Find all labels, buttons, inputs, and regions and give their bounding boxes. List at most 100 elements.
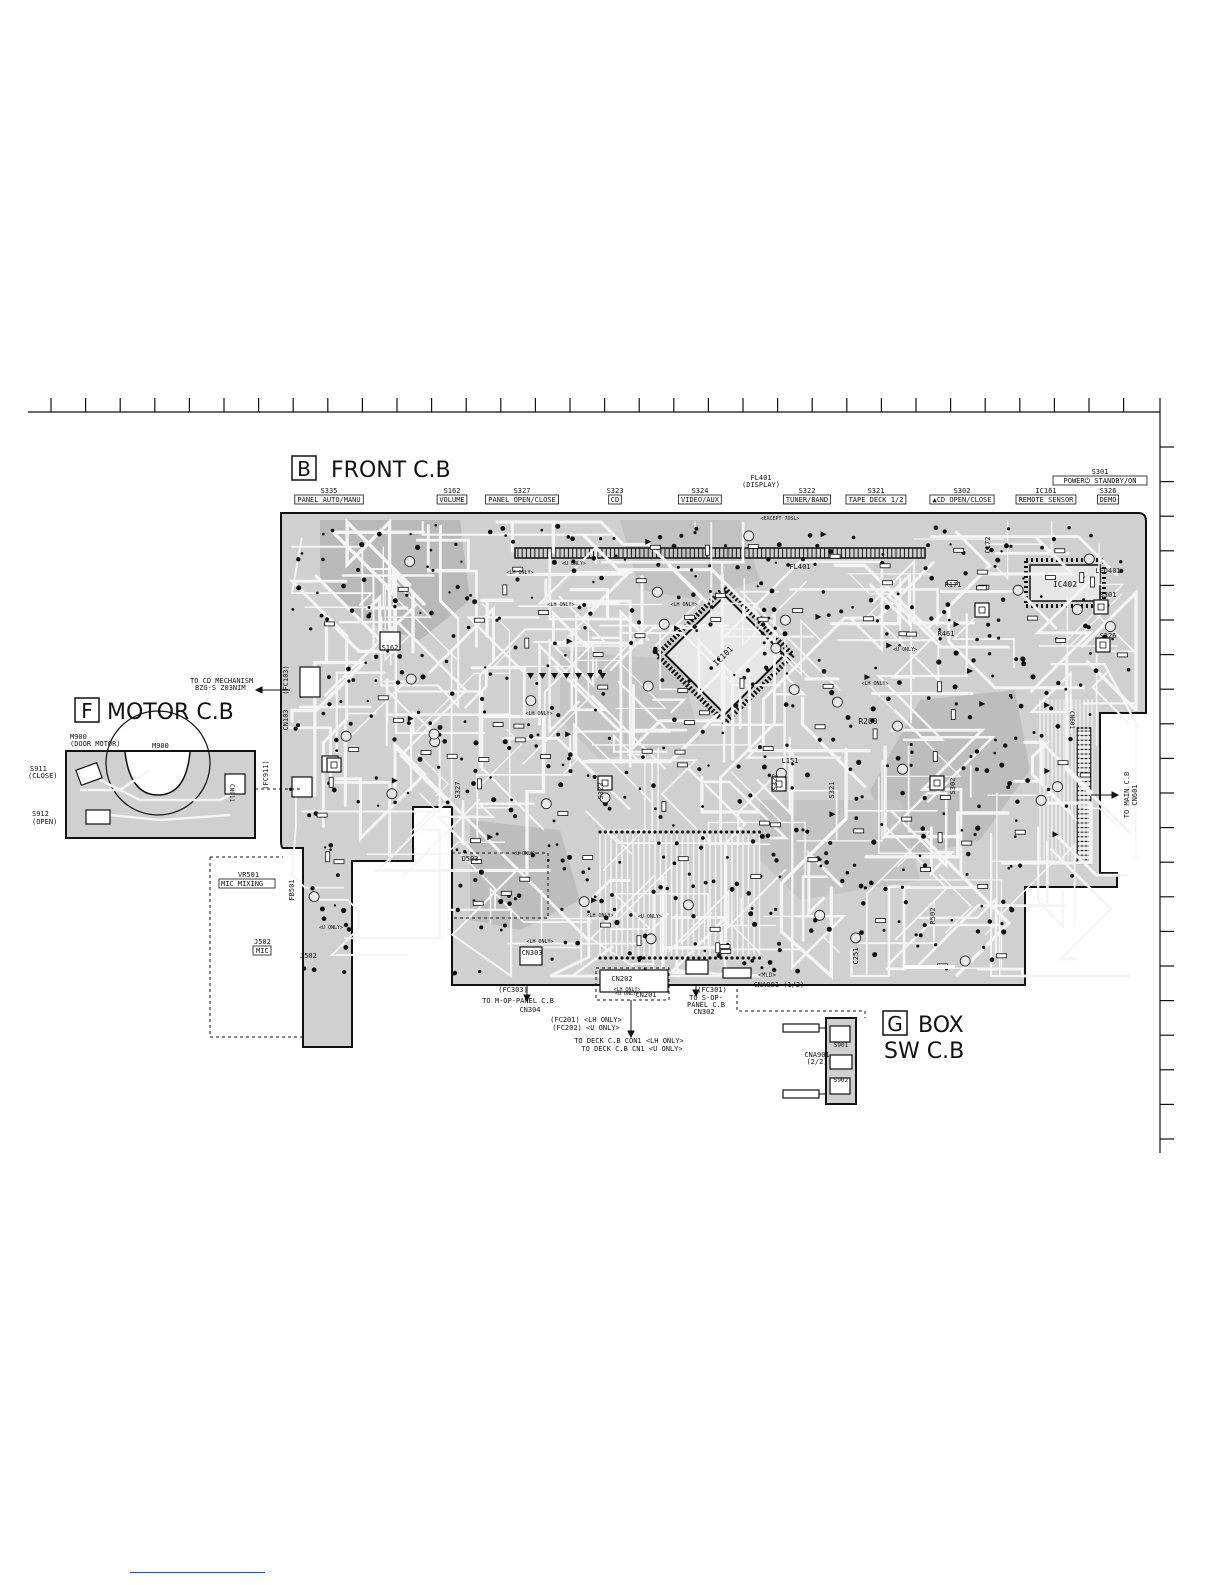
variant-tag: <LH ONLY> bbox=[670, 602, 697, 608]
r502-ref: R502 bbox=[929, 908, 937, 925]
s302-ref: S302 bbox=[949, 778, 957, 795]
cn201-ref: CN201 bbox=[635, 991, 656, 999]
c251-ref: C251 bbox=[852, 948, 860, 965]
s323-ref: S323 bbox=[597, 783, 605, 800]
s911-ref: S911 bbox=[30, 765, 47, 773]
s321-ref: S321 bbox=[828, 782, 836, 799]
j502-desc: MIC bbox=[256, 947, 269, 955]
variant-tag: <LH ONLY> bbox=[525, 711, 552, 717]
display-desc: (DISPLAY) bbox=[742, 481, 780, 489]
motor-cb-board bbox=[65, 710, 256, 839]
c172-ref: C172 bbox=[984, 537, 992, 554]
switch-label-ic161: REMOTE SENSOR bbox=[1019, 496, 1075, 504]
switch-label-s302: ▲CD OPEN/CLOSE bbox=[932, 496, 991, 504]
switch-ref-s162: S162 bbox=[444, 487, 461, 495]
switch-label-s327: PANEL OPEN/CLOSE bbox=[488, 496, 555, 504]
s322-ref: S322 bbox=[771, 774, 779, 791]
l151-ref: L151 bbox=[782, 757, 799, 765]
deck-line2: TO DECK C.B CN1 <U ONLY> bbox=[581, 1045, 682, 1053]
s901-ref: S901 bbox=[834, 1042, 849, 1049]
switch-label-s324: VIDEO/AUX bbox=[681, 496, 720, 504]
j502-ref: J502 bbox=[254, 938, 271, 946]
cna901-desc: (2/2) bbox=[806, 1058, 827, 1066]
vr501-desc: MIC MIXING bbox=[221, 880, 263, 888]
ic402-ref: IC402 bbox=[1053, 580, 1077, 589]
variant-tag: <LH ONLY> bbox=[547, 602, 574, 608]
r200-ref: R200 bbox=[858, 717, 877, 726]
switch-label-s326: DEMO bbox=[1100, 496, 1117, 504]
switch-label-s162: VOLUME bbox=[439, 496, 464, 504]
m-op-fc: (FC303) bbox=[498, 986, 528, 994]
switch-ref-s302: S302 bbox=[954, 487, 971, 495]
j502-inner: J502 bbox=[300, 952, 317, 960]
s301-ref: S301 bbox=[1100, 591, 1117, 599]
switch-label-s322: TUNER/BAND bbox=[786, 496, 828, 504]
main-cb-line2: CN601 bbox=[1131, 784, 1139, 805]
d503-ref: D503 bbox=[462, 855, 479, 863]
m900-desc: (DOOR MOTOR) bbox=[70, 740, 121, 748]
r171-ref: R171 bbox=[945, 581, 962, 589]
switch-label-s323: CD bbox=[611, 496, 619, 504]
cna901-board-ref: CNA901 (1/2) bbox=[754, 981, 805, 989]
switch-label-s335: PANEL AUTO/MANU bbox=[297, 496, 360, 504]
cd-mech-line2: BZG-S Z03NIM bbox=[195, 684, 246, 692]
m900-inner: M900 bbox=[152, 742, 169, 750]
variant-tag: <U ONLY> bbox=[893, 647, 917, 653]
s327-ref: S327 bbox=[454, 782, 462, 799]
motor-fc: (FC911) bbox=[262, 760, 270, 790]
deck-line1: TO DECK C.B CON1 <LH ONLY> bbox=[574, 1037, 684, 1045]
m-op-line1: TO M-OP-PANEL C.B bbox=[482, 997, 554, 1005]
switch-ref-ic161: IC161 bbox=[1035, 487, 1056, 495]
ruler-frame bbox=[28, 398, 1174, 1153]
variant-tag: <U ONLY> bbox=[638, 914, 662, 920]
except-tag: <EXCEPT 7DSL> bbox=[760, 516, 799, 522]
variant-tag: <LH ONLY> bbox=[861, 681, 888, 687]
switch-label-s321: TAPE DECK 1/2 bbox=[849, 496, 904, 504]
s-op-fc: (FC301) bbox=[697, 986, 727, 994]
s912-desc: (OPEN) bbox=[32, 818, 57, 826]
s326-ref: S326 bbox=[1100, 632, 1117, 640]
variant-tag: <LH ONLY> bbox=[586, 913, 613, 919]
front-cb-board bbox=[280, 512, 1147, 1048]
vr501-ref: VR501 bbox=[238, 871, 259, 879]
s911-desc: (CLOSE) bbox=[28, 772, 58, 780]
main-cb-line1: TO MAIN C.B bbox=[1123, 772, 1131, 818]
deck-fc1: (FC201) <LH ONLY> bbox=[550, 1016, 622, 1024]
cn303-ref: CN303 bbox=[521, 949, 542, 957]
s162-ref: S162 bbox=[382, 644, 399, 652]
mld-tag: <MLD> bbox=[758, 972, 776, 979]
box-board-title: BOX bbox=[918, 1013, 964, 1038]
deck-fc2: (FC202) <U ONLY> bbox=[552, 1024, 619, 1032]
s-op-line1: TO S-OP- bbox=[689, 994, 723, 1002]
front-board-title: FRONT C.B bbox=[331, 458, 451, 483]
m900-ref: M900 bbox=[70, 733, 87, 741]
motor-board-letter: F bbox=[81, 699, 93, 723]
cd-mech-cn: CN103 bbox=[282, 709, 290, 730]
s912-ref: S912 bbox=[32, 810, 49, 818]
switch-ref-s327: S327 bbox=[514, 487, 531, 495]
power-switch-label: POWER⏻ STANDBY/ON bbox=[1064, 477, 1137, 485]
box-board-subtitle: SW C.B bbox=[884, 1039, 964, 1064]
m-op-line2: CN304 bbox=[519, 1006, 540, 1014]
variant-tag: <U ONLY> bbox=[319, 925, 343, 931]
switch-ref-s323: S323 bbox=[607, 487, 624, 495]
switch-ref-s335: S335 bbox=[321, 487, 338, 495]
variant-tag: <LH ONLY> bbox=[613, 987, 640, 993]
variant-tag: <U ONLY> bbox=[562, 561, 586, 567]
s-op-line2: PANEL C.B bbox=[687, 1001, 725, 1009]
power-switch-ref: S301 bbox=[1092, 468, 1109, 476]
switch-ref-s321: S321 bbox=[868, 487, 885, 495]
led401-ref: LED401 bbox=[1095, 567, 1120, 575]
cd-mech-line1: TO CD MECHANISM bbox=[190, 677, 253, 685]
display-ref: FL401 bbox=[750, 474, 771, 482]
fb501-ref: FB501 bbox=[288, 879, 296, 900]
variant-tag: <LH ONLY> bbox=[506, 570, 533, 576]
switch-ref-s322: S322 bbox=[799, 487, 816, 495]
cn911-ref: CN911 bbox=[228, 784, 235, 802]
variant-tag: <LH ONLY> bbox=[526, 939, 553, 945]
switch-ref-s326: S326 bbox=[1100, 487, 1117, 495]
s902-ref: S902 bbox=[834, 1077, 849, 1084]
page-link-underline[interactable] bbox=[130, 1572, 265, 1573]
variant-tag: <U ONLY> bbox=[513, 851, 537, 857]
box-board-letter: G bbox=[887, 1012, 903, 1036]
